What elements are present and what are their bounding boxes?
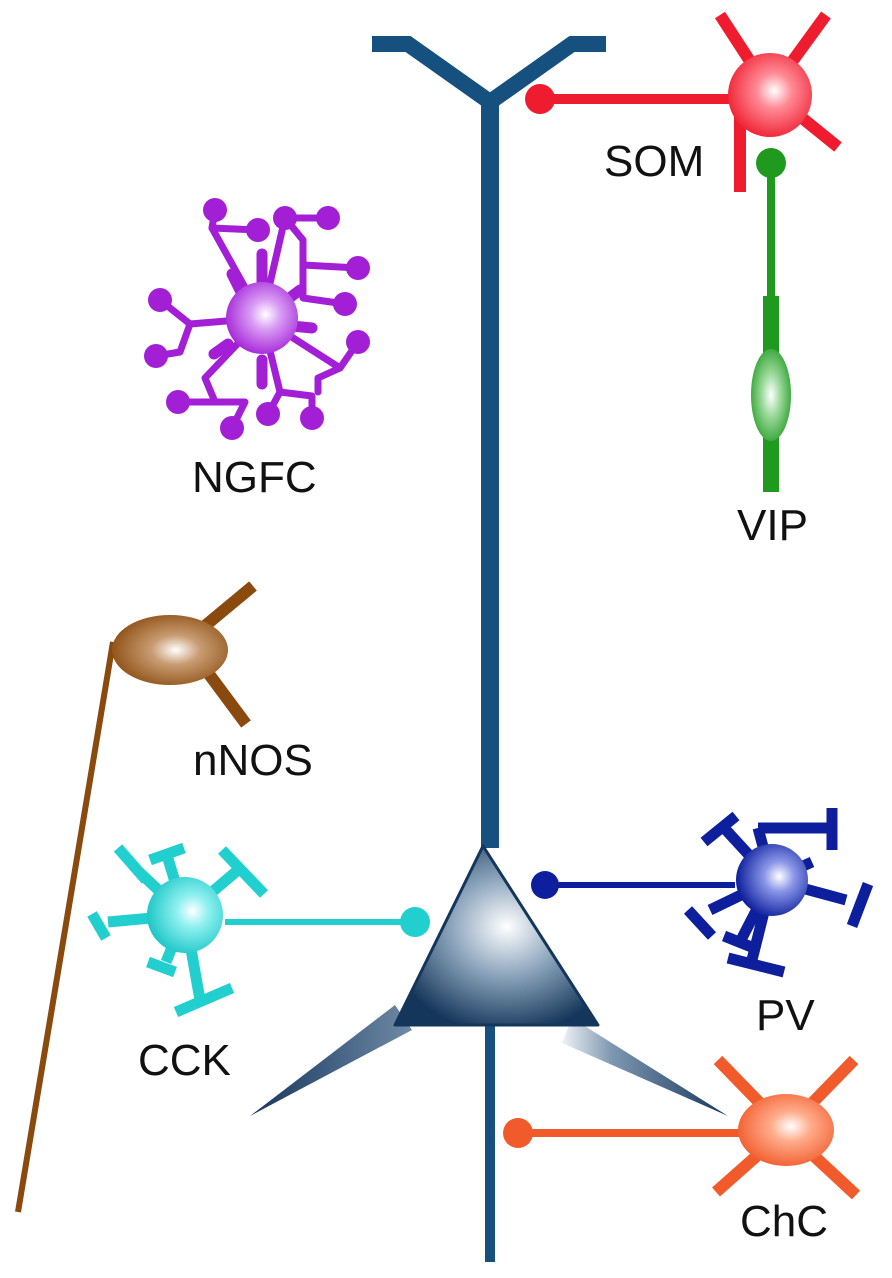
nnos-interneuron: nNOS xyxy=(15,581,313,1213)
ngfc-bouton xyxy=(166,390,190,414)
chc-synapse-terminal xyxy=(503,1118,533,1148)
ngfc-process xyxy=(174,314,266,406)
ngfc-bouton xyxy=(300,406,324,430)
ngfc-spine xyxy=(208,338,234,360)
vip-soma xyxy=(751,349,791,441)
basal-dendrite-right xyxy=(562,1018,728,1116)
cck-soma xyxy=(147,877,223,953)
ngfc-soma xyxy=(226,282,298,354)
ngfc-bouton xyxy=(220,416,244,440)
som-interneuron: SOM xyxy=(525,11,842,192)
cck-dendrite-tip xyxy=(148,842,186,866)
som-soma xyxy=(728,53,812,137)
nnos-label: nNOS xyxy=(193,736,313,785)
cck-dendrite-tip xyxy=(218,846,268,898)
ngfc-bouton xyxy=(246,218,270,242)
som-label: SOM xyxy=(604,137,704,186)
chc-interneuron: ChC xyxy=(503,1055,861,1246)
ngfc-bouton xyxy=(144,344,168,368)
cck-dendrite-tip xyxy=(146,956,177,978)
pv-dendrite-tip xyxy=(683,906,717,940)
nnos-axon xyxy=(15,641,116,1213)
pyramidal-neuron xyxy=(250,36,728,1262)
nnos-dendrite xyxy=(196,581,257,635)
ngfc-boutons xyxy=(144,198,370,440)
pv-dendrite-tip xyxy=(721,930,757,954)
pv-dendrite-tip xyxy=(726,952,786,978)
basal-dendrite-left xyxy=(250,1005,412,1116)
cck-dendrite-tip xyxy=(173,982,235,1018)
pv-soma xyxy=(736,844,808,916)
cck-dendrite-tip xyxy=(113,844,151,884)
pv-dendrite-tip xyxy=(700,811,740,847)
ngfc-bouton xyxy=(346,330,370,354)
ngfc-label: NGFC xyxy=(192,453,317,502)
chc-label: ChC xyxy=(740,1197,828,1246)
cck-synapse-terminal xyxy=(400,907,430,937)
vip-label: VIP xyxy=(737,501,808,550)
nnos-soma xyxy=(112,615,228,685)
ngfc-bouton xyxy=(256,402,280,426)
cck-dendrite-tip xyxy=(87,911,111,941)
ngfc-process xyxy=(314,364,344,396)
chc-soma xyxy=(738,1094,834,1166)
pv-dendrite-tip xyxy=(846,882,874,928)
vip-synapse-terminal xyxy=(756,148,786,178)
ngfc-process xyxy=(281,214,349,308)
cck-interneuron xyxy=(87,842,415,1018)
som-synapse-terminal xyxy=(525,84,555,114)
vip-interneuron: VIP xyxy=(737,148,808,550)
ngfc-bouton xyxy=(333,292,357,316)
ngfc-bouton xyxy=(148,288,172,312)
ngfc-bouton xyxy=(203,198,227,222)
pyramidal-soma xyxy=(393,844,600,1027)
cck-label: CCK xyxy=(138,1036,231,1085)
ngfc-bouton xyxy=(273,206,297,230)
pv-label: PV xyxy=(756,991,815,1040)
pv-synapse-terminal xyxy=(531,871,559,899)
ngfc-bouton xyxy=(346,256,370,280)
pv-interneuron xyxy=(545,808,874,978)
ngfc-bouton xyxy=(316,206,340,230)
apical-dendrite-tuft xyxy=(372,36,606,112)
